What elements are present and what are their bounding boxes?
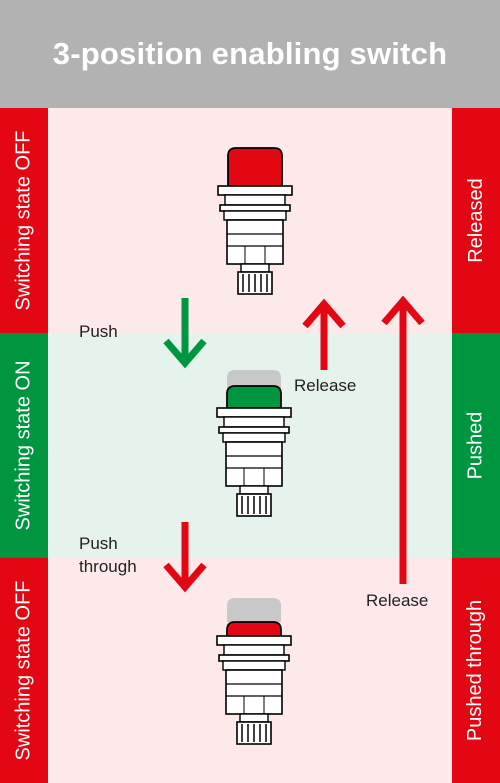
release-label-2: Release — [366, 591, 429, 610]
right-state-released: Released — [452, 108, 500, 333]
right-state-pushed-through: Pushed through — [452, 558, 500, 783]
push-through-label-line1: Push — [79, 534, 118, 553]
left-state-off-top: Switching state OFF — [0, 108, 48, 333]
header-bar: 3-position enabling switch — [0, 0, 500, 108]
push-through-label-line2: through — [79, 557, 137, 576]
right-state-pushed: Pushed — [452, 333, 500, 558]
left-state-on: Switching state ON — [0, 333, 48, 558]
push-label: Push — [79, 322, 118, 341]
push-through-arrow-icon — [163, 522, 207, 593]
release-arrow-short-icon — [302, 298, 346, 370]
push-arrow-icon — [163, 298, 207, 369]
switch-released-icon — [217, 147, 293, 295]
release-arrow-long-icon — [381, 295, 425, 584]
release-label-1: Release — [294, 376, 357, 395]
switch-pushed-through-icon — [216, 598, 292, 745]
switch-pushed-icon — [216, 370, 292, 517]
page-title: 3-position enabling switch — [52, 36, 448, 71]
left-state-off-bottom: Switching state OFF — [0, 558, 48, 783]
